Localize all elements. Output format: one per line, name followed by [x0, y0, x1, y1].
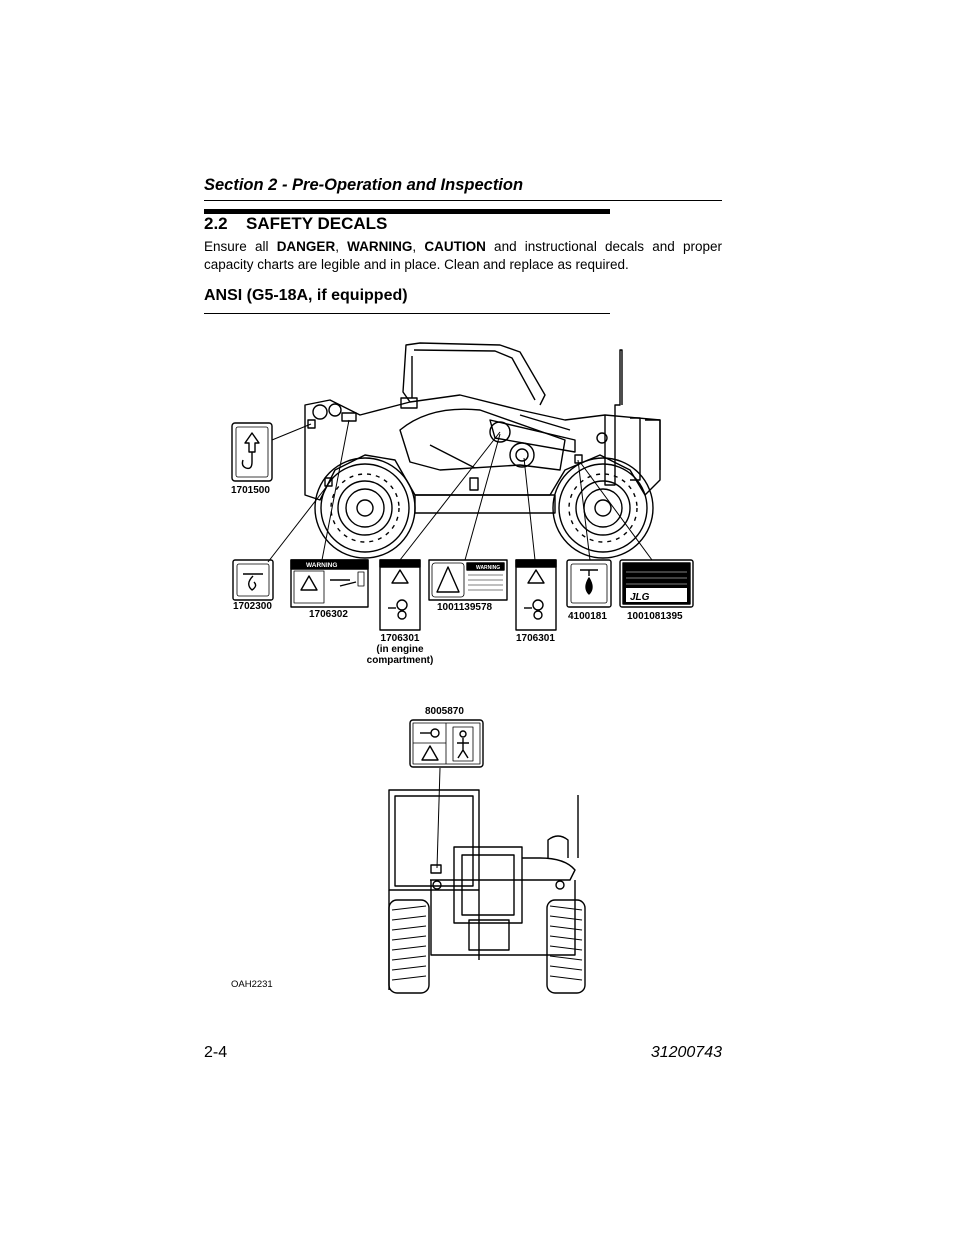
- left-front-tire: [388, 899, 430, 994]
- decal-1706301-engine: [379, 559, 421, 631]
- label-1702300: 1702300: [233, 601, 272, 612]
- label-1001139578: 1001139578: [437, 602, 493, 613]
- label-1701500: 1701500: [231, 485, 270, 496]
- intro-sep: ,: [335, 239, 348, 254]
- rear-wheel: [314, 457, 416, 559]
- label-1706301-engine: 1706301 (in engine compartment): [354, 633, 446, 666]
- decal-1702300: [232, 559, 274, 601]
- subheading-rule: [204, 313, 610, 314]
- decal-1001139578: [428, 559, 508, 601]
- label-1706302: 1706302: [309, 609, 348, 620]
- intro-paragraph: Ensure all DANGER, WARNING, CAUTION and …: [204, 238, 722, 274]
- intro-warning: WARNING: [347, 239, 413, 254]
- decal-1706302: [290, 559, 369, 608]
- figure-code: OAH2231: [231, 979, 273, 990]
- intro-text: and instructional decals and proper capa…: [204, 239, 722, 272]
- label-line: (in engine: [376, 644, 424, 655]
- heading-number: 2.2: [204, 214, 228, 233]
- decal-1701500: [231, 422, 273, 482]
- label-line: compartment): [366, 655, 434, 666]
- decal-8005870: [409, 719, 484, 768]
- section-header: Section 2 - Pre-Operation and Inspection: [204, 176, 524, 194]
- label-line: 1706301: [380, 633, 420, 644]
- decal-1706301: [515, 559, 557, 631]
- decal-4100181: [566, 559, 612, 608]
- intro-caution: CAUTION: [424, 239, 486, 254]
- section-heading: 2.2 SAFETY DECALS: [204, 214, 387, 234]
- label-1706301: 1706301: [516, 633, 555, 644]
- telehandler-front-view: [388, 789, 586, 994]
- heading-rule: [204, 209, 610, 214]
- label-1001081395: 1001081395: [627, 611, 683, 622]
- page-number: 2-4: [204, 1044, 228, 1061]
- header-rule: [204, 200, 722, 201]
- decal-1001081395-brand: JLG: [630, 592, 650, 603]
- decal-1001139578-warning: WARNING: [476, 565, 500, 571]
- document-number: 31200743: [650, 1044, 722, 1061]
- intro-text: Ensure all: [204, 239, 277, 254]
- decal-1001081395: [619, 559, 694, 608]
- label-8005870: 8005870: [425, 706, 464, 717]
- intro-danger: DANGER: [276, 239, 336, 254]
- right-front-tire: [546, 899, 586, 994]
- heading-title: SAFETY DECALS: [246, 214, 388, 233]
- subheading: ANSI (G5-18A, if equipped): [204, 287, 408, 304]
- leader-lines: [267, 419, 653, 869]
- intro-sep: ,: [412, 239, 425, 254]
- front-wheel: [552, 457, 654, 559]
- telehandler-side-view: [304, 342, 661, 559]
- label-4100181: 4100181: [568, 611, 607, 622]
- decal-1706302-warning: WARNING: [306, 562, 337, 569]
